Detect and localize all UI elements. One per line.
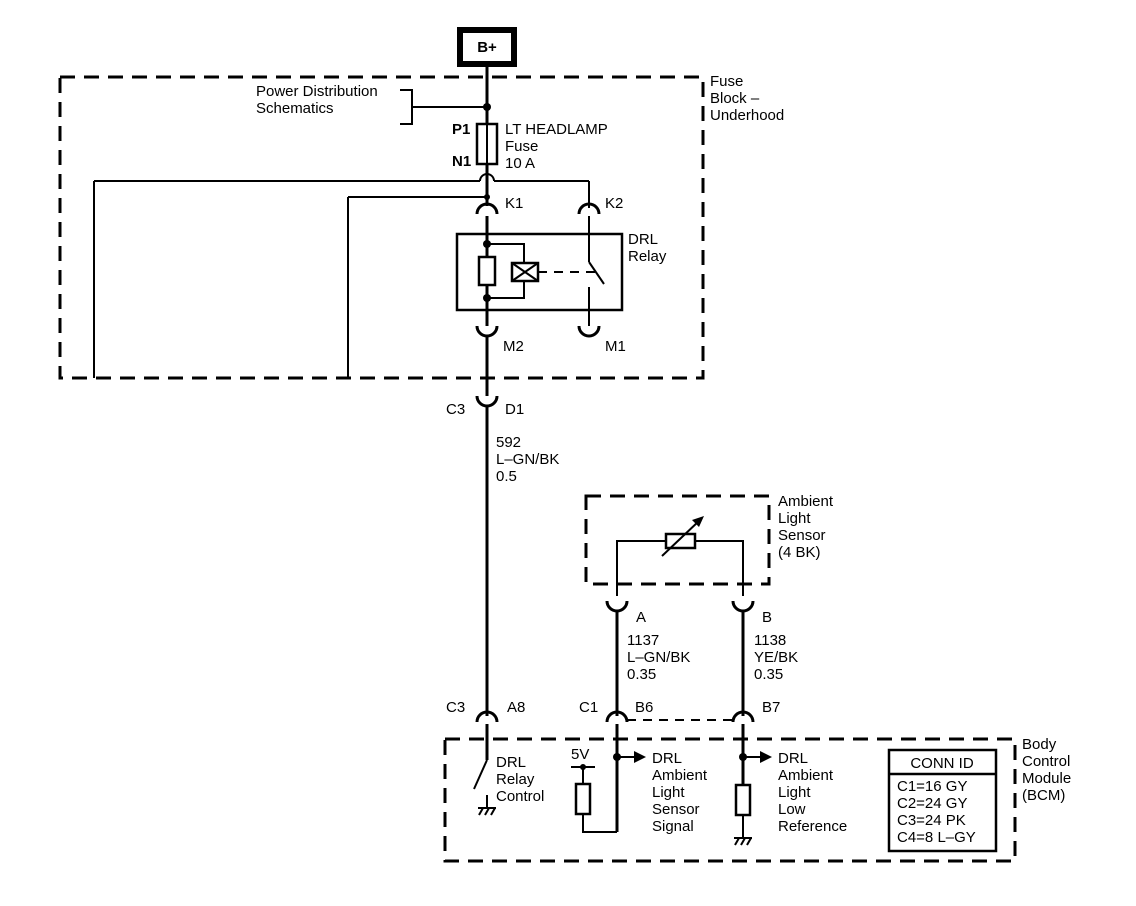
conn-id-header: CONN ID xyxy=(910,755,974,772)
bcm-pin-b6: B6 xyxy=(635,699,653,716)
fuse-pin-out: N1 xyxy=(452,153,471,170)
sensor-pin-b: B xyxy=(762,609,772,626)
ambient-light-sensor-boundary xyxy=(584,494,771,586)
bcm-pin-a8: A8 xyxy=(507,699,525,716)
conn-id-row: C3=24 PK xyxy=(897,812,966,829)
fuse-block-boundary xyxy=(58,75,705,380)
sensor-pin-a: A xyxy=(636,609,646,626)
conn-id-row: C1=16 GY xyxy=(897,778,967,795)
fuse-label: LT HEADLAMP Fuse 10 A xyxy=(505,121,612,172)
conn-id-table: CONN ID C1=16 GY C2=24 GY C3=24 PK C4=8 … xyxy=(887,748,998,853)
circuit-1138-label: 1138 YE/BK 0.35 xyxy=(754,632,802,683)
conn-id-row: C2=24 GY xyxy=(897,795,967,812)
low-reference-label: DRL Ambient Light Low Reference xyxy=(778,750,847,835)
relay-pin-m2: M2 xyxy=(503,338,524,355)
circuit-1137-label: 1137 L–GN/BK 0.35 xyxy=(627,632,695,683)
conn-id-row: C4=8 L–GY xyxy=(897,829,976,846)
pullup-resistor xyxy=(574,782,592,816)
relay-diode xyxy=(477,255,497,287)
relay-pin-k2: K2 xyxy=(605,195,623,212)
drl-relay-box xyxy=(455,232,624,312)
relay-pin-k1: K1 xyxy=(505,195,523,212)
power-distribution-reference: Power Distribution Schematics xyxy=(256,83,382,117)
battery-source-label: B+ xyxy=(477,39,497,56)
bcm-title: Body Control Module (BCM) xyxy=(1022,736,1075,804)
relay-pin-m1: M1 xyxy=(605,338,626,355)
photoresistor xyxy=(664,532,697,550)
ambient-light-sensor-title: Ambient Light Sensor (4 BK) xyxy=(778,493,837,561)
bcm-pin-c1: C1 xyxy=(579,699,598,716)
supply-5v-label: 5V xyxy=(571,746,589,763)
drl-relay-label: DRL Relay xyxy=(628,231,667,265)
bcm-pin-b7: B7 xyxy=(762,699,780,716)
bcm-boundary xyxy=(443,737,1017,863)
circuit-592-label: 592 L–GN/BK 0.5 xyxy=(496,434,564,485)
connector-c3-label: C3 xyxy=(446,401,465,418)
bcm-pin-c3: C3 xyxy=(446,699,465,716)
fuse-block-title: Fuse Block – Underhood xyxy=(710,73,784,124)
drl-relay-control-label: DRL Relay Control xyxy=(496,754,544,805)
connector-d1-label: D1 xyxy=(505,401,524,418)
reference-resistor xyxy=(734,783,752,817)
fuse-pin-in: P1 xyxy=(452,121,470,138)
sensor-signal-label: DRL Ambient Light Sensor Signal xyxy=(652,750,711,835)
